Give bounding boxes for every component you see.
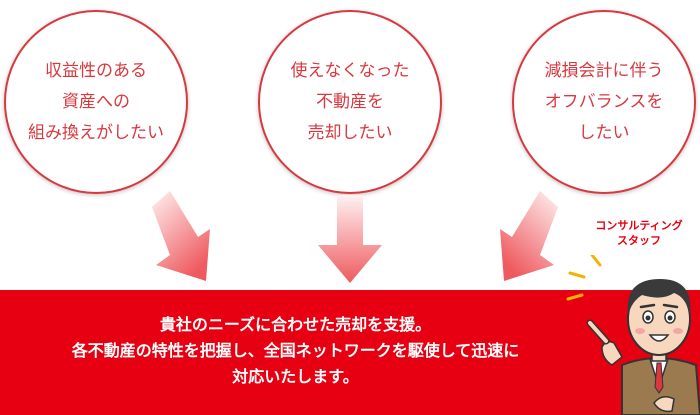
need-text-line: 収益性のある [45,60,147,81]
need-text-line: 資産への [62,91,130,112]
need-text-line: オフバランスを [544,91,664,112]
need-text-line: 不動産を [316,91,384,112]
solution-banner [0,290,700,415]
staff-label-line: スタッフ [617,234,661,247]
need-text-line: 使えなくなった [290,60,410,81]
staff-label-line: コンサルティング [595,219,683,232]
need-text-line: 売却したい [307,122,393,143]
need-circle-off-balance: 減損会計に伴う オフバランスを したい [512,10,696,194]
need-text-line: 減損会計に伴う [544,60,664,81]
need-text-line: 組み換えがしたい [28,122,164,143]
solution-line: 各不動産の特性を把握し、全国ネットワークを駆使して迅速に [71,341,520,360]
staff-label: コンサルティング スタッフ [584,218,694,248]
arrow-down-icon [152,191,210,281]
arrow-down-icon [500,191,558,281]
need-circle-asset-exchange: 収益性のある 資産への 組み換えがしたい [4,10,188,194]
arrow-down-icon [318,195,382,283]
need-text-line: したい [578,122,630,143]
consultant-illustration-icon [566,255,700,415]
solution-text: 貴社のニーズに合わせた売却を支援。 各不動産の特性を把握し、全国ネットワークを駆… [8,312,583,390]
solution-line: 対応いたします。 [232,367,359,386]
solution-line: 貴社のニーズに合わせた売却を支援。 [159,315,432,334]
need-circle-unused-property: 使えなくなった 不動産を 売却したい [258,10,442,194]
